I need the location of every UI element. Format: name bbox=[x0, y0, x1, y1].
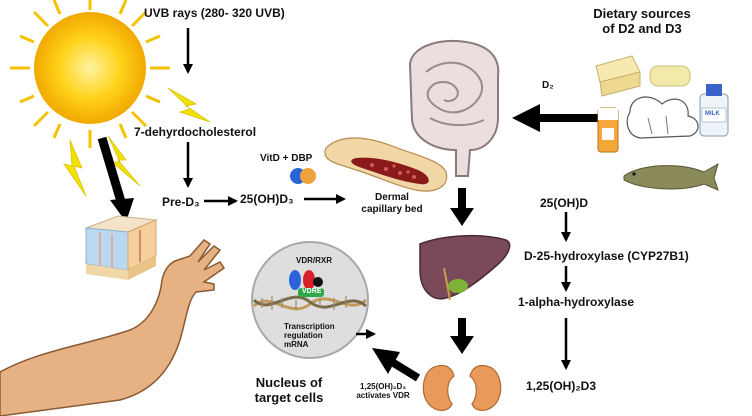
final-metabolite-label: 1,25(OH)₂D3 bbox=[526, 379, 597, 393]
supplement-icon bbox=[597, 107, 619, 153]
transcription-line-1: Transcription bbox=[284, 322, 335, 331]
transcription-line-3: mRNA bbox=[284, 340, 309, 350]
vdre-label: VDRE bbox=[302, 288, 322, 295]
oh-d3-label: 25(OH)D₃ bbox=[240, 192, 294, 206]
liver-icon bbox=[419, 234, 511, 301]
transcription-line-2: regulation bbox=[284, 331, 323, 341]
arm-icon bbox=[0, 239, 226, 416]
dietary-line-1: Dietary sources bbox=[593, 6, 691, 21]
skin-layers-icon bbox=[85, 215, 158, 280]
cheese-icon bbox=[595, 55, 641, 97]
dermal-label: Dermal capillary bed bbox=[352, 192, 432, 215]
butter-icon bbox=[649, 65, 691, 87]
fish-icon bbox=[623, 162, 719, 191]
nucleus-icon bbox=[251, 241, 369, 359]
dehydrocholesterol-label: 7-dehyrdocholesterol bbox=[134, 125, 257, 139]
kidney-icon bbox=[422, 364, 502, 411]
d25-hydroxylase-label: D-25-hydroxylase (CYP27B1) bbox=[524, 249, 689, 263]
transcription-label: Transcription regulation mRNA bbox=[284, 322, 335, 350]
activates-line-1: 1,25(OH)₂D₃ bbox=[360, 382, 406, 391]
oh-d-label: 25(OH)D bbox=[540, 196, 589, 210]
mushroom-icon bbox=[626, 96, 699, 139]
activates-vdr-label: 1,25(OH)₂D₃ activates VDR bbox=[348, 382, 418, 400]
dietary-line-2: of D2 and D3 bbox=[602, 20, 682, 36]
uvb-label: UVB rays (280- 320 UVB) bbox=[144, 6, 285, 20]
sun-to-skin-arrow bbox=[97, 136, 127, 207]
nucleus-line-2: target cells bbox=[254, 389, 324, 405]
sun-icon bbox=[10, 0, 170, 148]
dietary-sources-label: Dietary sources of D2 and D3 bbox=[572, 6, 712, 37]
milk-bottle-icon bbox=[699, 84, 729, 137]
vitd-dbp-label: VitD + DBP bbox=[260, 153, 313, 164]
dermal-line-1: Dermal bbox=[375, 192, 409, 203]
kidney-to-nucleus-arrow bbox=[389, 358, 421, 382]
milk-label: MILK bbox=[705, 111, 720, 117]
lightning-icon bbox=[63, 87, 211, 197]
pre-d3-label: Pre-D₃ bbox=[162, 195, 200, 209]
d2-label: D₂ bbox=[542, 80, 554, 91]
dermal-line-2: capillary bed bbox=[361, 203, 423, 215]
intestine-icon bbox=[408, 40, 500, 177]
capillary-icon bbox=[324, 137, 448, 192]
alpha-hydroxylase-label: 1-alpha-hydroxylase bbox=[518, 295, 635, 309]
vitd-dbp-icon bbox=[290, 168, 316, 184]
activates-line-2: activates VDR bbox=[356, 391, 410, 401]
nucleus-line-1: Nucleus of bbox=[255, 375, 323, 390]
nucleus-label: Nucleus of target cells bbox=[244, 375, 334, 406]
vdr-rxr-label: VDR/RXR bbox=[296, 256, 333, 265]
